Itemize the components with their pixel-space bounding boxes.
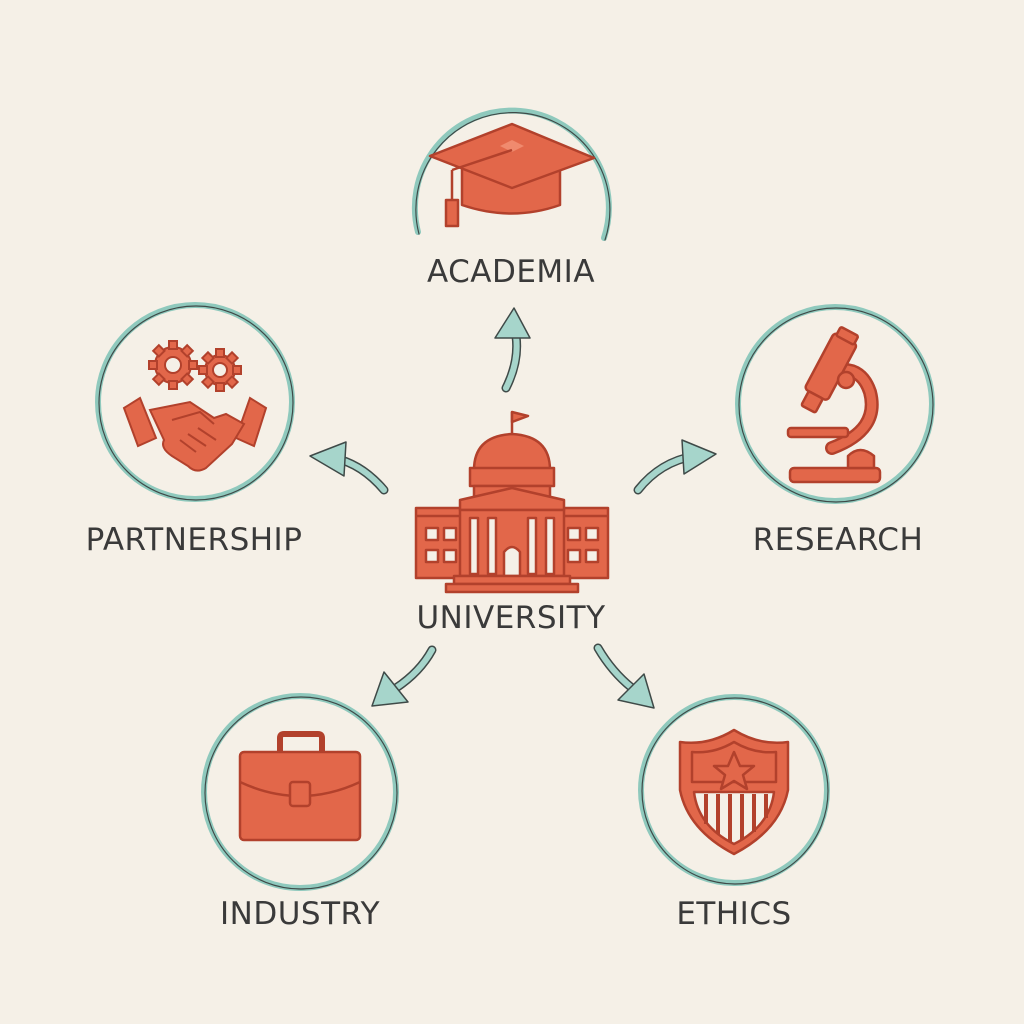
university-building-icon xyxy=(414,410,610,594)
industry-label: INDUSTRY xyxy=(220,896,380,932)
ethics-label: ETHICS xyxy=(676,896,792,932)
arrow-to-research xyxy=(633,439,717,495)
industry-ring xyxy=(201,693,399,891)
briefcase-icon xyxy=(238,731,362,842)
research-label: RESEARCH xyxy=(752,522,924,558)
partnership-label: PARTNERSHIP xyxy=(85,522,303,558)
arrow-to-academia xyxy=(494,307,531,393)
microscope-icon xyxy=(786,326,882,484)
academia-label: ACADEMIA xyxy=(426,254,596,290)
university-label: UNIVERSITY xyxy=(416,600,606,636)
arrow-to-partnership xyxy=(309,441,389,495)
partnership-ring xyxy=(95,302,295,502)
handshake-gears-icon xyxy=(122,340,268,472)
shield-star-icon xyxy=(678,728,790,856)
ethics-ring xyxy=(638,694,830,886)
graduation-cap-icon xyxy=(428,122,596,228)
research-ring xyxy=(735,304,935,504)
arrow-to-ethics xyxy=(593,643,655,709)
academia-ring xyxy=(411,107,612,241)
arrow-to-industry xyxy=(371,645,437,707)
